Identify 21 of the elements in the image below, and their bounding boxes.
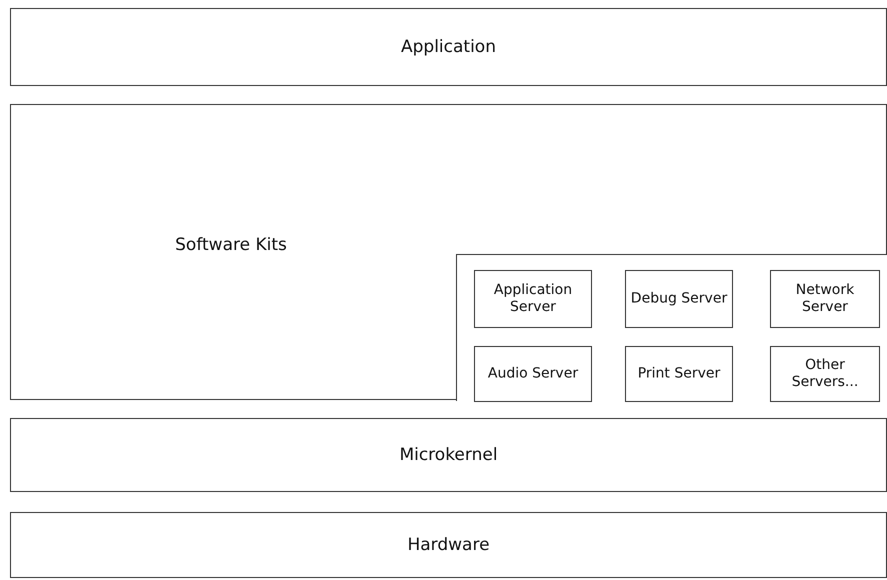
- layer-label: Software Kits: [174, 235, 288, 255]
- layer-label: Network Server: [794, 282, 856, 316]
- server-box: [770, 270, 880, 328]
- server-panel: [456, 254, 887, 401]
- layer-label: Application Server: [492, 282, 574, 316]
- layer-label: Print Server: [636, 366, 722, 382]
- server-box: [474, 346, 592, 402]
- server-box: [625, 346, 733, 402]
- layer-box: [10, 104, 887, 400]
- layer-label: Microkernel: [398, 445, 499, 465]
- layer-label: Audio Server: [486, 366, 580, 382]
- layer-label: Other Servers...: [790, 357, 860, 391]
- layer-label: Hardware: [406, 535, 491, 555]
- layer-box: [10, 8, 887, 86]
- layer-box: [10, 512, 887, 578]
- layer-box: [10, 418, 887, 492]
- layer-label: Debug Server: [630, 290, 728, 308]
- server-box: [474, 270, 592, 328]
- layer-label: Application: [400, 37, 497, 57]
- server-box: [770, 346, 880, 402]
- server-box: [625, 270, 733, 328]
